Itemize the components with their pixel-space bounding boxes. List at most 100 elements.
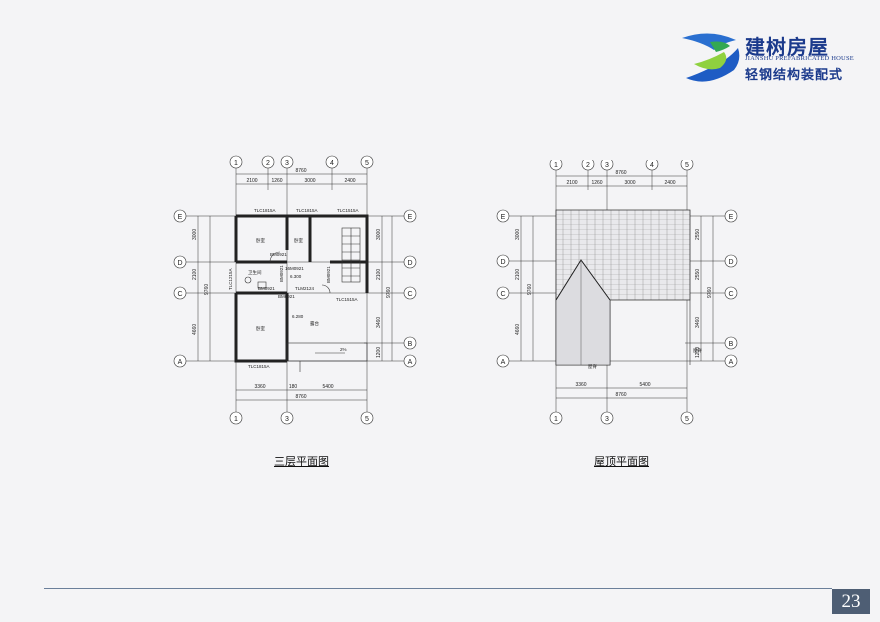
brand-title: 建树房屋 <box>745 35 829 59</box>
brand-logo-icon <box>682 33 740 82</box>
roof-dim-left-2: 2100 <box>515 269 521 280</box>
brand-subtitle: JIANSHU PREFABRICATED HOUSE <box>745 55 854 62</box>
roof-axis-bottom-3: 3 <box>605 416 609 423</box>
axis-left-e: E <box>178 214 183 221</box>
door-label-2: 16M0921 <box>285 266 304 271</box>
room-label-wc: 卫生间 <box>248 269 262 276</box>
room-label-bedroom-2: 卧室 <box>294 237 303 244</box>
dim-right-3: 3460 <box>376 317 382 328</box>
roof-dim-right-3: 3460 <box>695 317 701 328</box>
room-label-bedroom-3: 卧室 <box>256 325 265 332</box>
roof-axis-bottom-1: 1 <box>554 416 558 423</box>
window-label-6: TLC1215A <box>228 268 233 290</box>
roof-axis-bottom-5: 5 <box>685 416 689 423</box>
roof-axis-right-e: E <box>729 214 734 221</box>
roof-dim-bottom-2: 5400 <box>639 382 650 388</box>
axis-top-3: 3 <box>285 160 289 167</box>
roof-dim-right-4: 1200 <box>695 347 701 358</box>
dim-total-bottom: 8760 <box>295 394 306 400</box>
dim-top-3: 3000 <box>304 178 315 184</box>
room-label-bedroom-1: 卧室 <box>256 237 265 244</box>
dim-left-1: 3000 <box>192 229 198 240</box>
dim-right-2: 2100 <box>376 269 382 280</box>
page-number: 23 <box>832 589 870 614</box>
slope-note: 2% <box>340 347 347 352</box>
roof-dim-top-2: 1260 <box>591 180 602 186</box>
roof-plan-caption: 屋顶平面图 <box>594 455 649 468</box>
door-label-1: BM0921 <box>270 252 287 257</box>
roof-axis-right-d: D <box>728 259 733 266</box>
axis-top-1: 1 <box>234 160 238 167</box>
window-label-1: TLC1815A <box>254 208 276 213</box>
elevation-label-2: 6.280 <box>292 314 304 319</box>
dim-left-2: 2100 <box>192 269 198 280</box>
axis-bottom-5: 5 <box>365 416 369 423</box>
axis-left-c: C <box>177 291 182 298</box>
axis-bottom-1: 1 <box>234 416 238 423</box>
roof-dim-total-top: 8760 <box>615 170 626 176</box>
elevation-label-1: 6.300 <box>290 274 302 279</box>
roof-dim-top-3: 3000 <box>624 180 635 186</box>
footer-divider <box>44 588 832 589</box>
axis-top-5: 5 <box>365 160 369 167</box>
roof-dim-left-total: 9760 <box>527 284 533 295</box>
door-label-5: BM0921 <box>326 266 331 283</box>
dim-total-top: 8760 <box>295 168 306 174</box>
dim-top-4: 2400 <box>344 178 355 184</box>
axis-right-d: D <box>407 260 412 267</box>
roof-axis-left-e: E <box>501 214 506 221</box>
dim-right-1: 3000 <box>376 229 382 240</box>
dim-bottom-2: 180 <box>289 384 298 390</box>
roof-axis-right-c: C <box>728 291 733 298</box>
window-label-5: TLC1815A <box>248 364 270 369</box>
dim-top-2: 1260 <box>271 178 282 184</box>
axis-top-2: 2 <box>266 160 270 167</box>
axis-left-a: A <box>178 359 183 366</box>
roof-dim-right-2: 2550 <box>695 269 701 280</box>
dim-left-3: 4660 <box>192 324 198 335</box>
door-label-7: BM0921 <box>278 294 295 299</box>
axis-right-a: A <box>408 359 413 366</box>
roof-axis-top-2: 2 <box>586 162 590 169</box>
roof-dim-total-bottom: 8760 <box>615 392 626 398</box>
door-label-4: TLM2124 <box>295 286 315 291</box>
axis-top-4: 4 <box>330 160 334 167</box>
roof-note-1: 屋脊 <box>588 363 597 370</box>
roof-dim-bottom-1: 3360 <box>575 382 586 388</box>
roof-axis-top-3: 3 <box>605 162 609 169</box>
axis-right-b: B <box>408 341 413 348</box>
roof-axis-top-1: 1 <box>554 162 558 169</box>
window-label-4: TLC1515A <box>336 297 358 302</box>
third-floor-caption: 三层平面图 <box>274 455 329 468</box>
dim-top-1: 2100 <box>246 178 257 184</box>
dim-bottom-1: 3360 <box>254 384 265 390</box>
third-floor-plan: 1 2 3 4 5 1 3 5 E D C A E D C B A 8760 2… <box>173 155 417 425</box>
roof-dim-top-1: 2100 <box>566 180 577 186</box>
brand-tagline: 轻钢结构装配式 <box>745 68 844 83</box>
roof-note-2: 屋脊 <box>693 347 702 354</box>
roof-axis-left-d: D <box>500 259 505 266</box>
roof-axis-top-5: 5 <box>685 162 689 169</box>
axis-left-d: D <box>177 260 182 267</box>
axis-right-e: E <box>408 214 413 221</box>
room-label-terrace: 露台 <box>310 320 319 327</box>
dim-right-total: 9760 <box>386 287 392 298</box>
roof-plan: 1 2 3 4 5 1 3 5 E D C A E D C B A 8760 2… <box>496 160 738 425</box>
roof-axis-left-c: C <box>500 291 505 298</box>
dim-bottom-3: 5400 <box>322 384 333 390</box>
dim-left-total: 9760 <box>204 284 210 295</box>
dim-right-4: 1200 <box>376 347 382 358</box>
axis-right-c: C <box>407 291 412 298</box>
roof-dim-right-total: 9760 <box>707 287 713 298</box>
window-label-2: TLC1815A <box>296 208 318 213</box>
roof-dim-left-1: 3000 <box>515 229 521 240</box>
window-label-3: TLC1515A <box>337 208 359 213</box>
roof-axis-right-b: B <box>729 341 734 348</box>
roof-axis-top-4: 4 <box>650 162 654 169</box>
door-label-3: BM0921 <box>258 286 275 291</box>
roof-dim-left-3: 4660 <box>515 324 521 335</box>
roof-axis-right-a: A <box>729 359 734 366</box>
roof-axis-left-a: A <box>501 359 506 366</box>
door-label-6: BM0921 <box>279 265 284 282</box>
axis-bottom-3: 3 <box>285 416 289 423</box>
